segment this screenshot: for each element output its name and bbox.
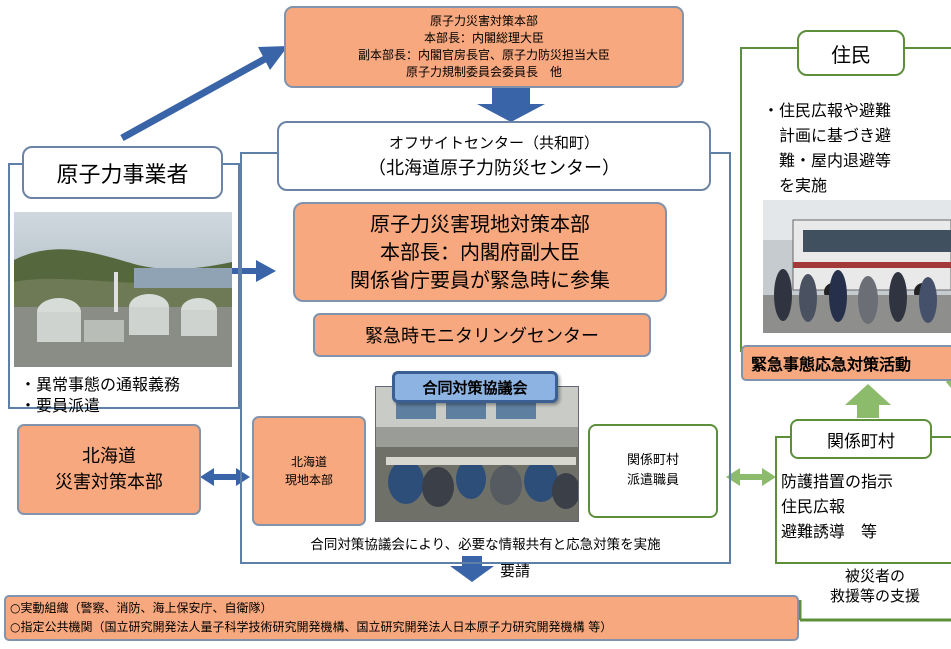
arrow-municipal-to-banner [845,384,891,418]
monitoring-label: 緊急時モニタリングセンター [365,326,599,347]
hq-line-4: 原子力規制委員会委員長 他 [405,65,562,79]
bottom-line-2: ○指定公共機関（国立研究開発法人量子科学技術研究開発機構、国立研究開発法人日本原… [10,620,613,634]
hq-line-3: 副本部長：内閣官房長官、原子力防災担当大臣 [357,48,610,62]
operator-duty-2: ・要員派遣 [20,396,101,415]
joint-council-label: 合同対策協議会 [422,378,528,397]
arrow-operator-to-hq [120,46,288,142]
monitoring-box: 緊急時モニタリングセンター [313,313,651,357]
local-hq-line-2: 本部長：内閣府副大臣 [380,240,580,264]
bottom-support-box: ○実動組織（警察、消防、海上保安庁、自衛隊） ○指定公共機関（国立研究開発法人量… [4,595,799,641]
residents-text-3: 難・屋内退避等 [763,151,892,170]
hokkaido-local-line-2: 現地本部 [284,473,333,487]
arrow-hq-to-offsite [477,88,545,122]
local-hq-line-3: 関係省庁要員が緊急時に参集 [350,268,610,292]
residents-text-2: 計画に基づき避 [763,126,892,145]
operator-duty-1: ・異常事態の通報義務 [20,375,181,394]
offsite-line-2: （北海道原子力防災センター） [368,158,620,179]
residents-text-1: ・住民広報や避難 [763,101,892,120]
evacuation-photo [763,200,951,333]
nuclear-plant-photo [14,212,232,367]
joint-council-caption-text: 合同対策協議会により、必要な情報共有と応急対策を実施 [310,537,661,553]
municipalities-label: 関係町村 [827,431,895,452]
joint-council-photo [375,386,579,522]
residents-text: ・住民広報や避難 計画に基づき避 難・屋内退避等 を実施 [763,98,891,198]
municipal-staff-line-2: 派遣職員 [626,473,679,488]
hokkaido-hq-line-1: 北海道 [82,445,136,467]
joint-council-caption: 合同対策協議会により、必要な情報共有と応急対策を実施 [240,533,731,553]
request-label-text: 要請 [500,562,531,580]
residents-label: 住民 [831,42,871,67]
operator-box: 原子力事業者 [22,146,223,199]
operator-label: 原子力事業者 [56,162,189,188]
request-label: 要請 [500,560,530,581]
bottom-line-1: ○実動組織（警察、消防、海上保安庁、自衛隊） [10,601,273,615]
operator-duties: ・異常事態の通報義務 ・要員派遣 [20,374,180,416]
offsite-box: オフサイトセンター（共和町） （北海道原子力防災センター） [277,121,711,191]
residents-text-4: を実施 [763,176,828,195]
residents-box: 住民 [797,30,905,76]
municipal-staff-line-1: 関係町村 [626,453,679,468]
hq-line-2: 本部長：内閣総理大臣 [423,31,544,45]
joint-council-label-box: 合同対策協議会 [392,371,558,403]
hokkaido-local-line-1: 北海道 [290,455,327,469]
offsite-line-1: オフサイトセンター（共和町） [388,134,599,152]
support-text: 被災者の 救援等の支援 [805,566,945,606]
municipalities-duties: 防護措置の指示 住民広報 避難誘導 等 [781,469,893,544]
support-line-2: 救援等の支援 [829,587,920,605]
local-hq-line-1: 原子力災害現地対策本部 [370,212,590,236]
emergency-banner: 緊急事態応急対策活動 [741,345,951,381]
hokkaido-hq-line-2: 災害対策本部 [55,471,163,493]
municipalities-duty-2: 住民広報 [781,497,846,516]
local-hq-box: 原子力災害現地対策本部 本部長：内閣府副大臣 関係省庁要員が緊急時に参集 [293,202,667,302]
municipalities-duty-1: 防護措置の指示 [781,472,894,491]
support-line-1: 被災者の [844,567,905,585]
arrow-municipal-bidirectional [726,468,776,486]
municipal-staff-box: 関係町村 派遣職員 [588,424,718,518]
hokkaido-hq-box: 北海道 災害対策本部 [17,424,201,515]
emergency-banner-label: 緊急事態応急対策活動 [751,355,912,374]
hq-box: 原子力災害対策本部 本部長：内閣総理大臣 副本部長：内閣官房長官、原子力防災担当… [284,6,684,88]
municipalities-duty-3: 避難誘導 等 [781,522,878,541]
hokkaido-local-box: 北海道 現地本部 [252,416,366,526]
hq-line-1: 原子力災害対策本部 [429,14,538,28]
municipalities-box: 関係町村 [790,419,932,459]
